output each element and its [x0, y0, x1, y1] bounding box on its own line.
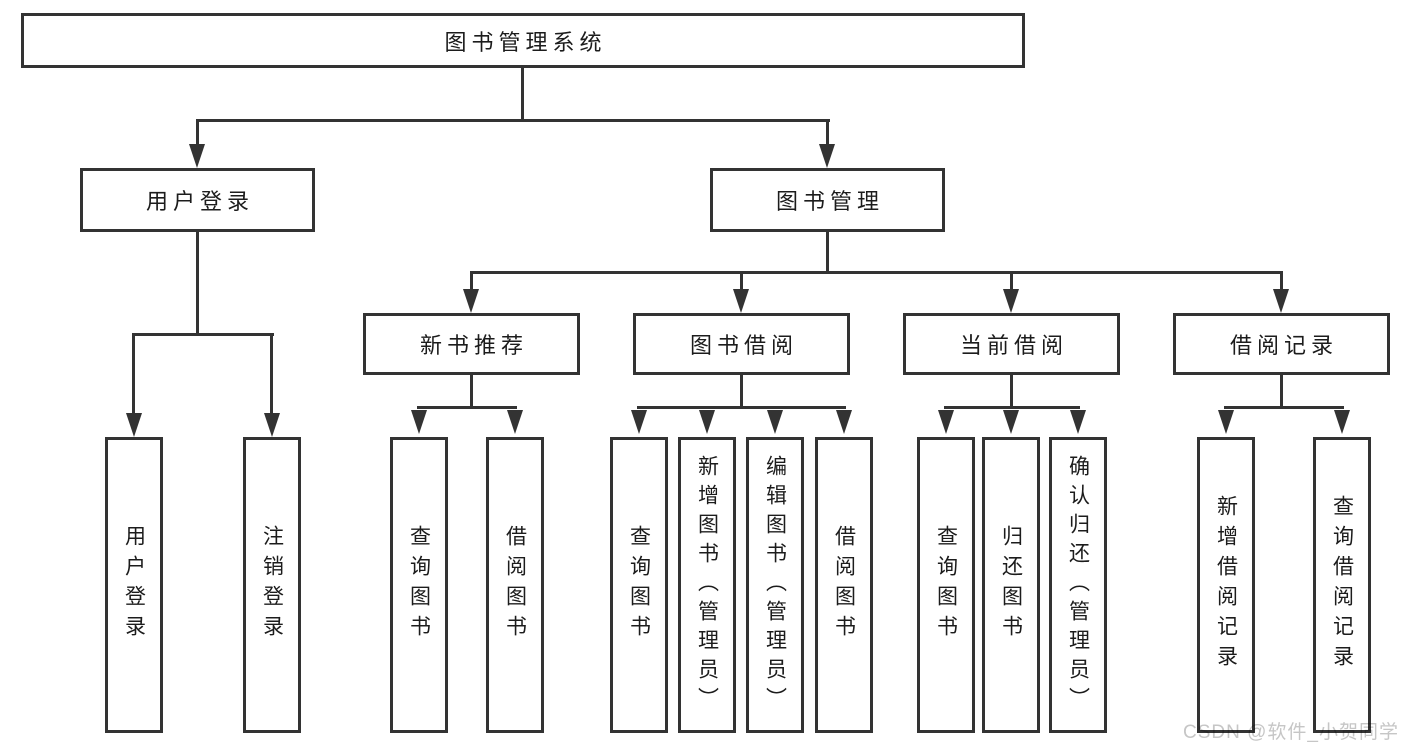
- leaf-query-borrow-record: 查询借阅记录: [1313, 437, 1371, 733]
- leaf-confirm-return-admin-label: 确认归还（管理员）: [1066, 454, 1090, 716]
- connector-level2-rail: [196, 119, 830, 122]
- leaf-edit-books-admin: 编辑图书（管理员）: [746, 437, 804, 733]
- leaf-borrow-books-borrowing: 借阅图书: [815, 437, 873, 733]
- leaf-query-books-recommend-label: 查询图书: [407, 525, 431, 645]
- leaf-query-books-borrowing-label: 查询图书: [627, 525, 651, 645]
- connector-records-stem: [1280, 375, 1283, 409]
- arrow-down-icon: [631, 410, 647, 434]
- connector-records-rail: [1224, 406, 1344, 409]
- node-book-management: 图书管理: [710, 168, 945, 232]
- leaf-return-books: 归还图书: [982, 437, 1040, 733]
- arrow-down-icon: [126, 413, 142, 437]
- connector-recommend-stem: [470, 375, 473, 409]
- arrow-down-icon: [507, 410, 523, 434]
- leaf-confirm-return-admin: 确认归还（管理员）: [1049, 437, 1107, 733]
- connector-level3-rail: [470, 271, 1283, 274]
- arrow-down-icon: [733, 289, 749, 313]
- arrow-down-icon: [463, 289, 479, 313]
- connector-drop-leaf: [270, 333, 273, 413]
- connector-borrowing-stem: [740, 375, 743, 409]
- node-new-book-recommend-label: 新书推荐: [419, 333, 528, 358]
- node-root-label: 图书管理系统: [444, 29, 607, 55]
- node-current-borrowing: 当前借阅: [903, 313, 1120, 375]
- connector-root-stem: [521, 68, 524, 122]
- arrow-down-icon: [1334, 410, 1350, 434]
- leaf-add-borrow-record: 新增借阅记录: [1197, 437, 1255, 733]
- node-user-login-label: 用户登录: [145, 189, 254, 214]
- connector-recommend-rail: [417, 406, 517, 409]
- node-book-borrowing-label: 图书借阅: [689, 333, 798, 358]
- leaf-add-borrow-record-label: 新增借阅记录: [1214, 495, 1238, 675]
- arrow-down-icon: [767, 410, 783, 434]
- leaf-query-books-recommend: 查询图书: [390, 437, 448, 733]
- leaf-query-borrow-record-label: 查询借阅记录: [1330, 495, 1354, 675]
- connector-book-management-stem: [826, 232, 829, 274]
- leaf-query-books-borrowing: 查询图书: [610, 437, 668, 733]
- connector-user-login-stem: [196, 232, 199, 336]
- arrow-down-icon: [1273, 289, 1289, 313]
- connector-current-rail: [944, 406, 1080, 409]
- connector-drop-book-management: [826, 119, 829, 149]
- arrow-down-icon: [1070, 410, 1086, 434]
- node-user-login: 用户登录: [80, 168, 315, 232]
- arrow-down-icon: [264, 413, 280, 437]
- arrow-down-icon: [938, 410, 954, 434]
- node-root: 图书管理系统: [21, 13, 1025, 68]
- arrow-down-icon: [1218, 410, 1234, 434]
- arrow-down-icon: [1003, 410, 1019, 434]
- leaf-query-books-current-label: 查询图书: [934, 525, 958, 645]
- watermark: CSDN @软件_小贺同学: [1183, 722, 1399, 743]
- node-book-management-label: 图书管理: [775, 189, 884, 214]
- connector-user-login-rail: [132, 333, 274, 336]
- leaf-return-books-label: 归还图书: [999, 525, 1023, 645]
- connector-drop-level3: [470, 271, 473, 291]
- node-borrowing-records: 借阅记录: [1173, 313, 1390, 375]
- connector-drop-level3: [740, 271, 743, 291]
- leaf-add-books-admin: 新增图书（管理员）: [678, 437, 736, 733]
- node-current-borrowing-label: 当前借阅: [959, 333, 1068, 358]
- arrow-down-icon: [189, 144, 205, 168]
- leaf-logout: 注销登录: [243, 437, 301, 733]
- arrow-down-icon: [819, 144, 835, 168]
- leaf-query-books-current: 查询图书: [917, 437, 975, 733]
- node-new-book-recommend: 新书推荐: [363, 313, 580, 375]
- leaf-edit-books-admin-label: 编辑图书（管理员）: [763, 454, 787, 716]
- arrow-down-icon: [1003, 289, 1019, 313]
- leaf-borrow-books-borrowing-label: 借阅图书: [832, 525, 856, 645]
- arrow-down-icon: [411, 410, 427, 434]
- arrow-down-icon: [699, 410, 715, 434]
- connector-current-stem: [1010, 375, 1013, 409]
- leaf-borrow-books-recommend: 借阅图书: [486, 437, 544, 733]
- connector-drop-user-login: [196, 119, 199, 149]
- leaf-user-login-label: 用户登录: [122, 525, 146, 645]
- connector-drop-leaf: [132, 333, 135, 413]
- arrow-down-icon: [836, 410, 852, 434]
- connector-drop-level3: [1280, 271, 1283, 291]
- leaf-add-books-admin-label: 新增图书（管理员）: [695, 454, 719, 716]
- node-book-borrowing: 图书借阅: [633, 313, 850, 375]
- leaf-logout-label: 注销登录: [260, 525, 284, 645]
- connector-borrowing-rail: [637, 406, 846, 409]
- leaf-user-login: 用户登录: [105, 437, 163, 733]
- connector-drop-level3: [1010, 271, 1013, 291]
- node-borrowing-records-label: 借阅记录: [1229, 333, 1338, 358]
- leaf-borrow-books-recommend-label: 借阅图书: [503, 525, 527, 645]
